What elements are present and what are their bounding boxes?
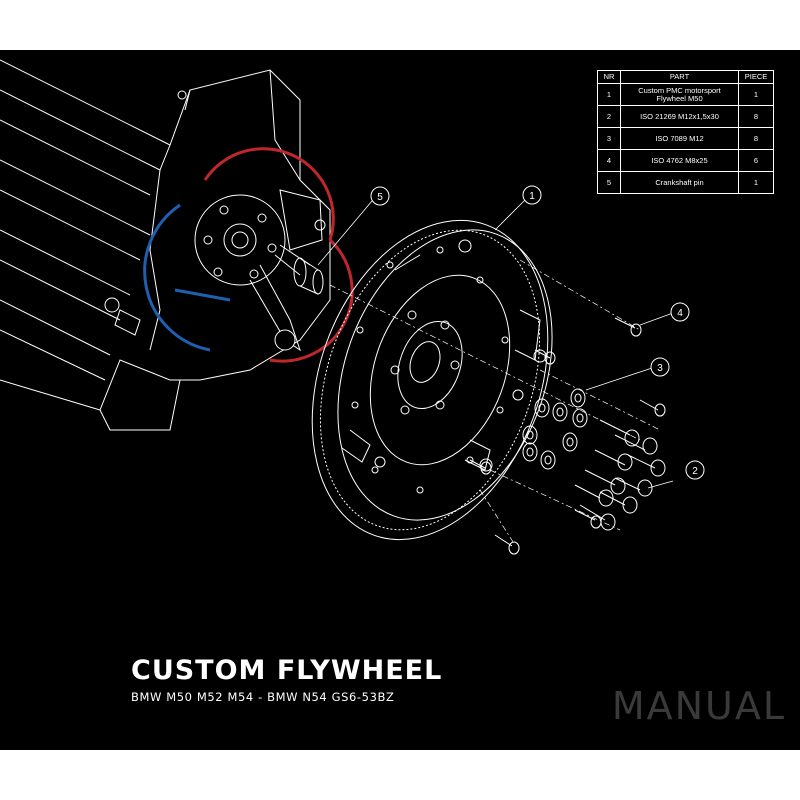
table-row: 4 ISO 4762 M8x25 6 xyxy=(597,149,774,172)
cell-piece: 1 xyxy=(738,83,774,106)
cell-part: ISO 21269 M12x1,5x30 xyxy=(620,105,739,128)
manual-watermark: MANUAL xyxy=(611,684,786,728)
cell-part-line2: Flywheel M50 xyxy=(656,93,703,103)
callout-5-label: 5 xyxy=(377,192,383,203)
table-row: 2 ISO 21269 M12x1,5x30 8 xyxy=(597,105,774,128)
callout-5: 5 xyxy=(370,186,390,206)
callout-4-label: 4 xyxy=(677,308,683,319)
cell-piece: 6 xyxy=(738,149,774,172)
header-nr: NR xyxy=(597,70,621,84)
page-title: CUSTOM FLYWHEEL xyxy=(131,655,443,686)
callout-2: 2 xyxy=(685,460,705,480)
exploded-view-drawing: 1 2 3 4 5 xyxy=(0,59,705,555)
flywheel-bolts xyxy=(574,419,666,531)
callout-3-label: 3 xyxy=(657,363,663,374)
cell-piece: 8 xyxy=(738,105,774,128)
callout-1: 1 xyxy=(522,185,542,205)
engine-block xyxy=(0,59,331,431)
leader-lines xyxy=(317,199,674,489)
callout-4: 4 xyxy=(670,302,690,322)
drawing-sheet: 1 2 3 4 5 NR PART PIECE 1 xyxy=(0,50,800,750)
page-subtitle: BMW M50 M52 M54 - BMW N54 GS6-53BZ xyxy=(131,690,395,704)
header-piece: PIECE xyxy=(738,70,774,84)
socket-screws xyxy=(469,317,666,555)
cell-part: ISO 4762 M8x25 xyxy=(620,149,739,172)
callout-1-label: 1 xyxy=(529,191,535,202)
cell-nr: 5 xyxy=(597,171,621,194)
table-row: 3 ISO 7089 M12 8 xyxy=(597,127,774,150)
flywheel xyxy=(311,219,553,541)
assembly-lines xyxy=(329,259,661,546)
table-row: 5 Crankshaft pin 1 xyxy=(597,171,774,194)
crankshaft-pin xyxy=(293,257,324,295)
washers xyxy=(522,388,588,470)
header-part: PART xyxy=(620,70,739,84)
crankshaft-flange xyxy=(194,194,311,352)
callout-3: 3 xyxy=(650,357,670,377)
cell-nr: 2 xyxy=(597,105,621,128)
brand-logo xyxy=(143,147,354,363)
cell-part-line1: Custom PMC motorsport xyxy=(638,85,721,95)
cell-piece: 1 xyxy=(738,171,774,194)
cell-piece: 8 xyxy=(738,127,774,150)
cell-part: Crankshaft pin xyxy=(620,171,739,194)
parts-table-header: NR PART PIECE xyxy=(597,70,774,84)
cell-nr: 3 xyxy=(597,127,621,150)
callout-2-label: 2 xyxy=(692,466,698,477)
cell-nr: 1 xyxy=(597,83,621,106)
cell-nr: 4 xyxy=(597,149,621,172)
cell-part: ISO 7089 M12 xyxy=(620,127,739,150)
